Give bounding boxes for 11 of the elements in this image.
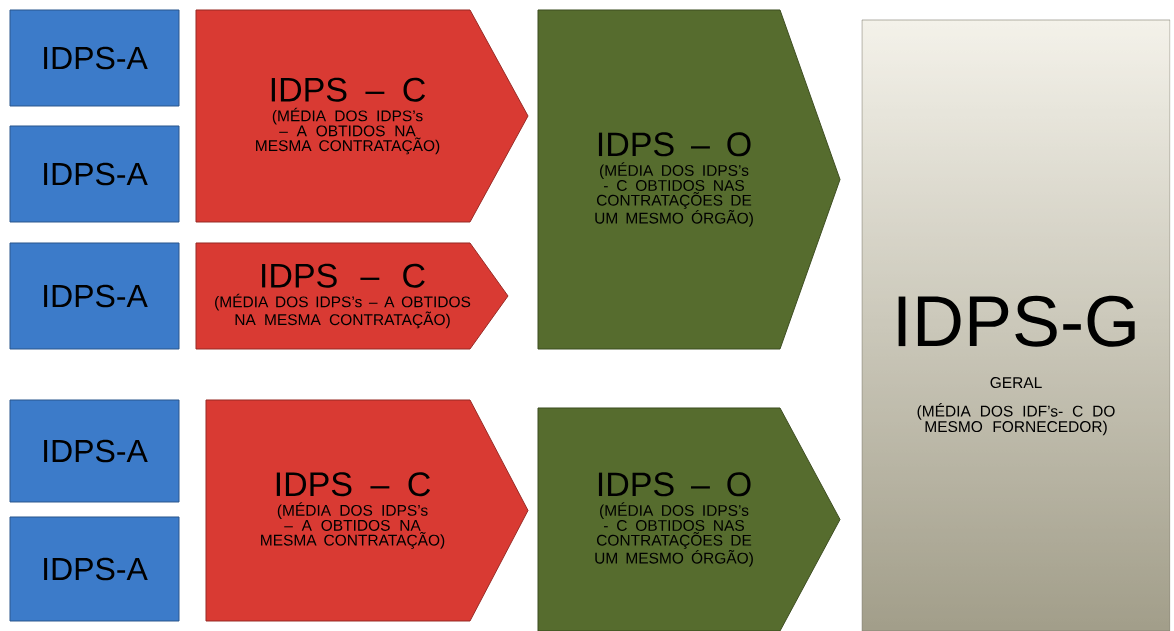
index-box: IDPS-A [9, 399, 180, 503]
pentagon-box: IDPS – C (MÉDIA DOS IDPS’s – A OBTIDOS NA MESMA CONTRATAÇÃO) [205, 399, 529, 622]
index-box: IDPS-A [9, 516, 180, 622]
pentagon-box: IDPS – C (MÉDIA DOS IDPS’s – A OBTIDOS NA MESMA CONTRATAÇÃO) [195, 9, 529, 223]
index-box: IDPS-A [9, 242, 180, 350]
pentagon-box: IDPS – O (MÉDIA DOS IDPS’s - C OBTIDOS NAS CONTRATAÇÕES DE UM MESMO ÓRGÃO) [537, 9, 841, 350]
pentagon-box: IDPS – O (MÉDIA DOS IDPS’s - C OBTIDOS NAS CONTRATAÇÕES DE UM MESMO ÓRGÃO) [537, 407, 841, 631]
index-box: IDPS-A [9, 125, 180, 223]
result-panel: IDPS-G GERAL (MÉDIA DOS IDF’s- C DO MESMO FORNECEDOR) [861, 19, 1171, 631]
index-box: IDPS-A [9, 9, 180, 107]
pentagon-box: IDPS – C (MÉDIA DOS IDPS’s – A OBTIDOS NA MESMA CONTRATAÇÃO) [195, 242, 509, 350]
